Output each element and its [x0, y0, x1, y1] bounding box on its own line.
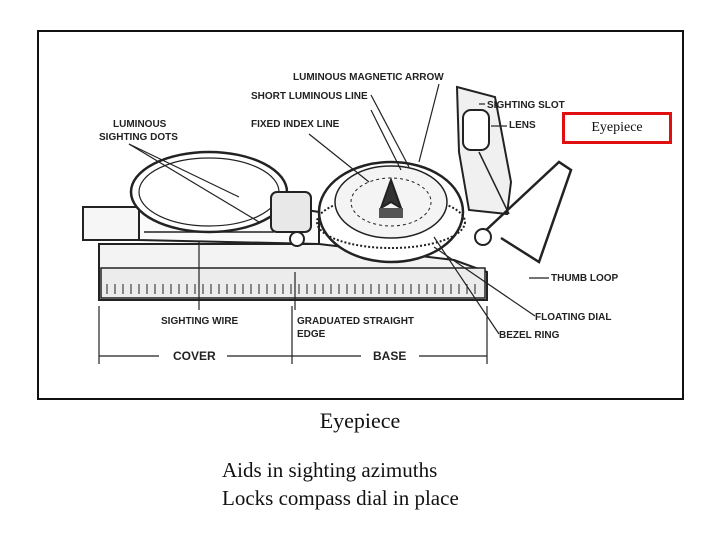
label-luminous-magnetic-arrow: LUMINOUS MAGNETIC ARROW	[293, 72, 444, 83]
label-sighting-wire: SIGHTING WIRE	[161, 316, 239, 327]
label-floating-dial: FLOATING DIAL	[535, 312, 611, 323]
compass-diagram: LUMINOUS MAGNETIC ARROW SHORT LUMINOUS L…	[37, 30, 684, 400]
label-cover: COVER	[173, 349, 216, 363]
cover-housing	[82, 206, 140, 241]
caption-title: Eyepiece	[319, 408, 401, 433]
scale-strip	[100, 267, 486, 299]
label-bezel-ring: BEZEL RING	[499, 330, 560, 341]
lens	[462, 109, 490, 151]
description-list: Aids in sighting azimuths Locks compass …	[222, 456, 459, 512]
label-graduated-straight-edge-2: EDGE	[297, 329, 326, 340]
label-lens: LENS	[509, 120, 536, 131]
label-base: BASE	[373, 349, 406, 363]
label-sighting-slot: SIGHTING SLOT	[487, 100, 565, 111]
magnetic-arrow	[379, 177, 403, 211]
eyepiece-highlight-box: Eyepiece	[562, 112, 672, 144]
eyepiece-highlight-label: Eyepiece	[591, 120, 643, 135]
description-line: Locks compass dial in place	[222, 486, 459, 510]
label-short-luminous-line: SHORT LUMINOUS LINE	[251, 91, 368, 102]
thumb-loop	[483, 160, 573, 264]
label-graduated-straight-edge: GRADUATED STRAIGHT	[297, 316, 414, 327]
label-luminous-sighting-dots-2: SIGHTING DOTS	[99, 132, 178, 143]
hinge	[270, 191, 312, 233]
cover-span	[98, 306, 293, 364]
scale-ticks	[106, 284, 476, 294]
label-luminous-sighting-dots: LUMINOUS	[113, 119, 167, 130]
description-line: Aids in sighting azimuths	[222, 458, 438, 482]
label-fixed-index-line: FIXED INDEX LINE	[251, 119, 340, 130]
compass-drawing: LUMINOUS MAGNETIC ARROW SHORT LUMINOUS L…	[82, 72, 619, 364]
label-thumb-loop: THUMB LOOP	[551, 273, 619, 284]
